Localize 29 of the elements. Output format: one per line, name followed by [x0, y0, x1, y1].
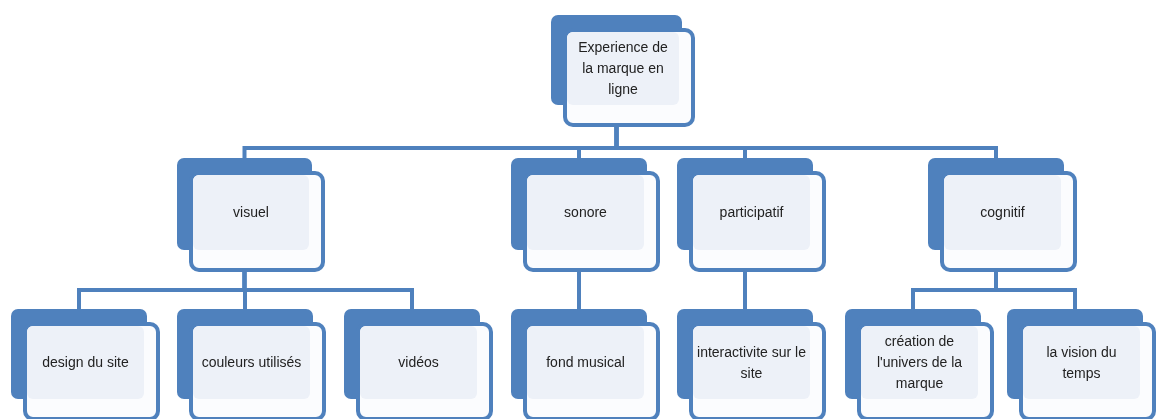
stacked-box	[845, 309, 994, 419]
box-label: couleurs utilisés	[201, 353, 302, 372]
stacked-box	[677, 158, 826, 272]
connector-line	[577, 272, 581, 309]
connector-line	[994, 272, 1077, 309]
stacked-box	[928, 158, 1077, 272]
box-label: fond musical	[546, 353, 625, 372]
box-label: cognitif	[980, 203, 1025, 222]
stacked-box	[344, 309, 493, 419]
stacked-box	[511, 158, 660, 272]
stacked-box	[177, 158, 325, 272]
box-label: participatif	[719, 203, 784, 222]
box-label: visuel	[233, 203, 269, 222]
connector-line	[614, 127, 998, 158]
box-label: design du site	[42, 353, 129, 372]
stacked-box	[177, 309, 326, 419]
stacked-box	[1007, 309, 1156, 419]
connector-line	[242, 272, 414, 309]
stacked-box	[511, 309, 660, 419]
box-label: vidéos	[398, 353, 439, 372]
stacked-box	[11, 309, 160, 419]
box-label: Experience de la marque en ligne	[577, 38, 669, 99]
box-label: interactivite sur le site	[697, 342, 806, 383]
box-label: sonore	[564, 203, 607, 222]
stacked-box	[551, 15, 695, 127]
connector-line	[743, 272, 747, 309]
box-label: création de l'univers de la marque	[875, 332, 964, 393]
box-label: la vision du temps	[1045, 342, 1118, 383]
stacked-box	[677, 309, 826, 419]
